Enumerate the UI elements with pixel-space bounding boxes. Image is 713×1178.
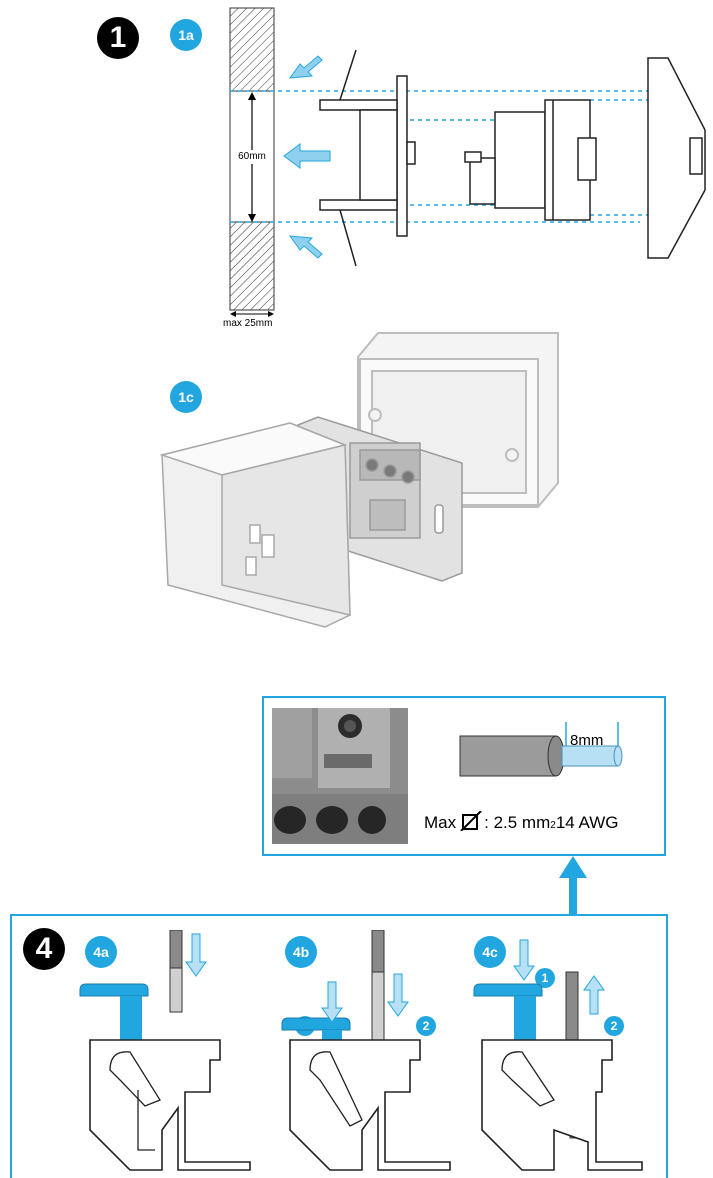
step-4c-label: 4c bbox=[482, 944, 498, 960]
step-4b-sub2: 2 bbox=[422, 1019, 430, 1033]
strip-length-label: 8mm bbox=[570, 732, 604, 749]
max-label: Max bbox=[424, 813, 457, 832]
step-4-number: 4 bbox=[35, 932, 53, 965]
step-4-panel bbox=[10, 914, 668, 1178]
wall-upper bbox=[229, 7, 275, 92]
step-4c-sub2-badge: 2 bbox=[604, 1016, 624, 1036]
stripped-wire-diagram bbox=[459, 722, 623, 777]
switch-module bbox=[464, 99, 597, 221]
wire-insulation bbox=[459, 735, 557, 777]
step-4b-sub2-badge: 2 bbox=[416, 1016, 436, 1036]
section-value: : 2.5 mm bbox=[484, 813, 551, 832]
step-4b-badge: 4b bbox=[285, 936, 317, 968]
arrow-icon bbox=[513, 939, 535, 981]
terminal-4b bbox=[281, 930, 451, 1171]
arrow-icon bbox=[583, 975, 605, 1015]
step-4-badge: 4 bbox=[23, 928, 65, 970]
step-1-badge: 1 bbox=[97, 17, 139, 59]
assembly-illustration bbox=[159, 332, 559, 628]
wall-lower bbox=[229, 221, 275, 311]
step-4b-label: 4b bbox=[292, 944, 310, 960]
step-1a-label: 1a bbox=[178, 27, 194, 43]
arrow-icon bbox=[185, 933, 207, 977]
terminal-photo bbox=[272, 708, 408, 844]
step-4c-badge: 4c bbox=[474, 936, 506, 968]
arrow-icon bbox=[387, 973, 409, 1017]
terminal-steps-diagram bbox=[79, 930, 643, 1171]
wire-conductor bbox=[561, 745, 619, 767]
step-4a-badge: 4a bbox=[85, 936, 117, 968]
mounting-section-diagram bbox=[229, 7, 706, 317]
arrow-icon bbox=[321, 981, 343, 1023]
cover-plate bbox=[647, 57, 706, 259]
section-superscript: 2 bbox=[550, 820, 556, 831]
awg-value: 14 AWG bbox=[555, 813, 619, 832]
step-4a-label: 4a bbox=[93, 944, 109, 960]
diameter-icon bbox=[460, 811, 482, 831]
wall-thickness-label: max 25mm bbox=[223, 318, 273, 329]
step-1c-badge: 1c bbox=[170, 381, 202, 413]
terminal-4a bbox=[79, 930, 251, 1171]
terminal-4c bbox=[473, 939, 643, 1171]
arrow-icon bbox=[283, 55, 331, 259]
mounting-frame bbox=[319, 49, 416, 267]
step-1-number: 1 bbox=[109, 21, 127, 54]
dimension-60mm-label: 60mm bbox=[238, 151, 266, 162]
step-1a-badge: 1a bbox=[170, 19, 202, 51]
step-4c-sub1: 1 bbox=[541, 971, 549, 985]
step-1c-label: 1c bbox=[178, 389, 194, 405]
step-4c-sub2: 2 bbox=[610, 1019, 618, 1033]
front-cover bbox=[159, 422, 351, 628]
arrow-icon bbox=[559, 856, 587, 916]
step-4c-sub1-badge: 1 bbox=[535, 968, 555, 988]
